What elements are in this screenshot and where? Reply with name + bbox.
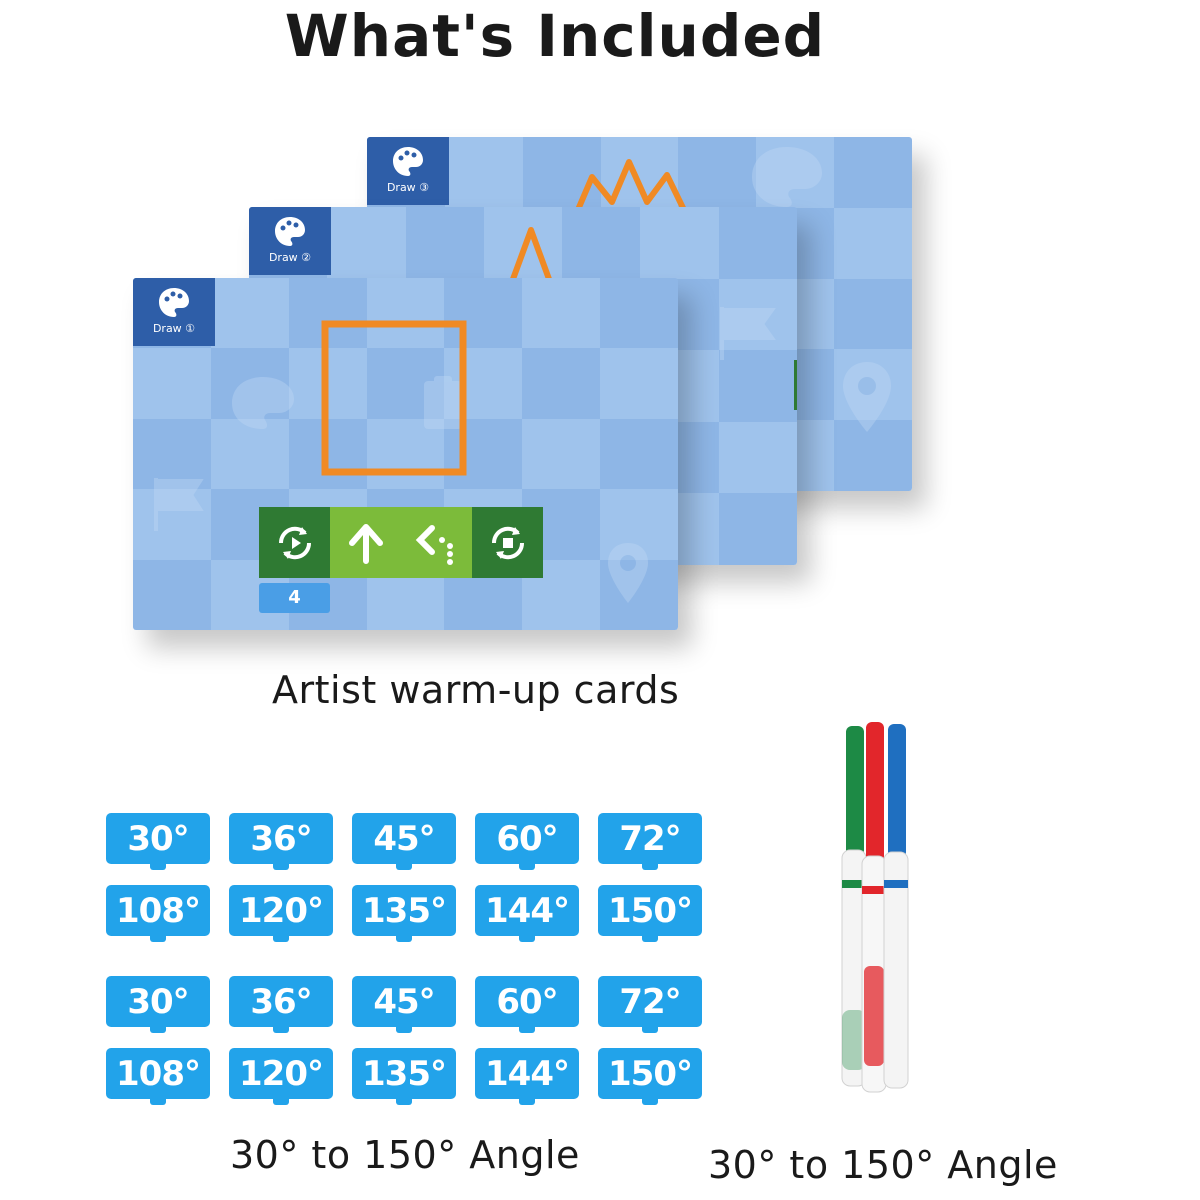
loop-end-icon [472,507,543,578]
card-badge: Draw ① [133,278,215,346]
angle-tiles-set-2: 30° 36° 45° 60° 72° 108° 120° 135° 144° 150° [106,976,702,1120]
flag-icon [720,307,776,360]
card-badge: Draw ② [249,207,331,275]
palette-icon [159,288,189,317]
card-badge: Draw ③ [367,137,449,205]
flag-icon [154,478,204,531]
angle-tile: 60° [475,813,579,870]
crown-drawing [574,159,688,214]
angle-tile: 144° [475,885,579,942]
angle-tile: 72° [598,813,702,870]
blue-marker [883,724,909,1089]
angle-tile: 150° [598,885,702,942]
angle-tile: 72° [598,976,702,1033]
clipboard-icon [424,376,462,429]
code-button-partial [794,360,797,410]
cards-caption: Artist warm-up cards [272,668,680,712]
palette-deco-icon [752,147,822,207]
angle-tile: 135° [352,885,456,942]
angle-tile: 30° [106,813,210,870]
turn-left-icon [401,507,472,578]
angle-tiles-set-1: 30° 36° 45° 60° 72° 108° 120° 135° 144° 150° [106,813,702,957]
palette-icon [275,217,305,246]
warmup-card-1: Draw ① 4 [133,278,678,630]
angle-tile: 120° [229,1048,333,1105]
triangle-drawing [506,227,556,292]
angle-tile: 45° [352,976,456,1033]
green-marker [841,726,867,1087]
angle-tile: 45° [352,813,456,870]
angle-tile: 60° [475,976,579,1033]
angle-tile: 108° [106,885,210,942]
arrow-up-icon [330,507,401,578]
angle-tile: 30° [106,976,210,1033]
code-button-row [259,507,543,578]
card-badge-label: Draw ② [268,251,312,264]
palette-icon [393,147,423,176]
angle-tile: 120° [229,885,333,942]
angle-tile: 144° [475,1048,579,1105]
angle-tile: 36° [229,813,333,870]
location-pin-icon [843,362,891,432]
card-badge-label: Draw ① [152,322,196,335]
markers-caption: 30° to 150° Angle [708,1143,1058,1187]
loop-start-icon [259,507,330,578]
palette-deco-icon [232,377,294,429]
angle-tile: 108° [106,1048,210,1105]
angle-tile: 135° [352,1048,456,1105]
angle-tile: 36° [229,976,333,1033]
card-badge-label: Draw ③ [386,181,430,194]
angle-tile: 150° [598,1048,702,1105]
tiles-caption: 30° to 150° Angle [230,1133,580,1177]
location-pin-icon [608,543,648,603]
page-title: What's Included [284,2,826,70]
square-drawing [321,320,467,476]
repeat-count-badge: 4 [259,583,330,613]
markers-illustration [841,722,909,1093]
red-marker [861,722,887,1093]
